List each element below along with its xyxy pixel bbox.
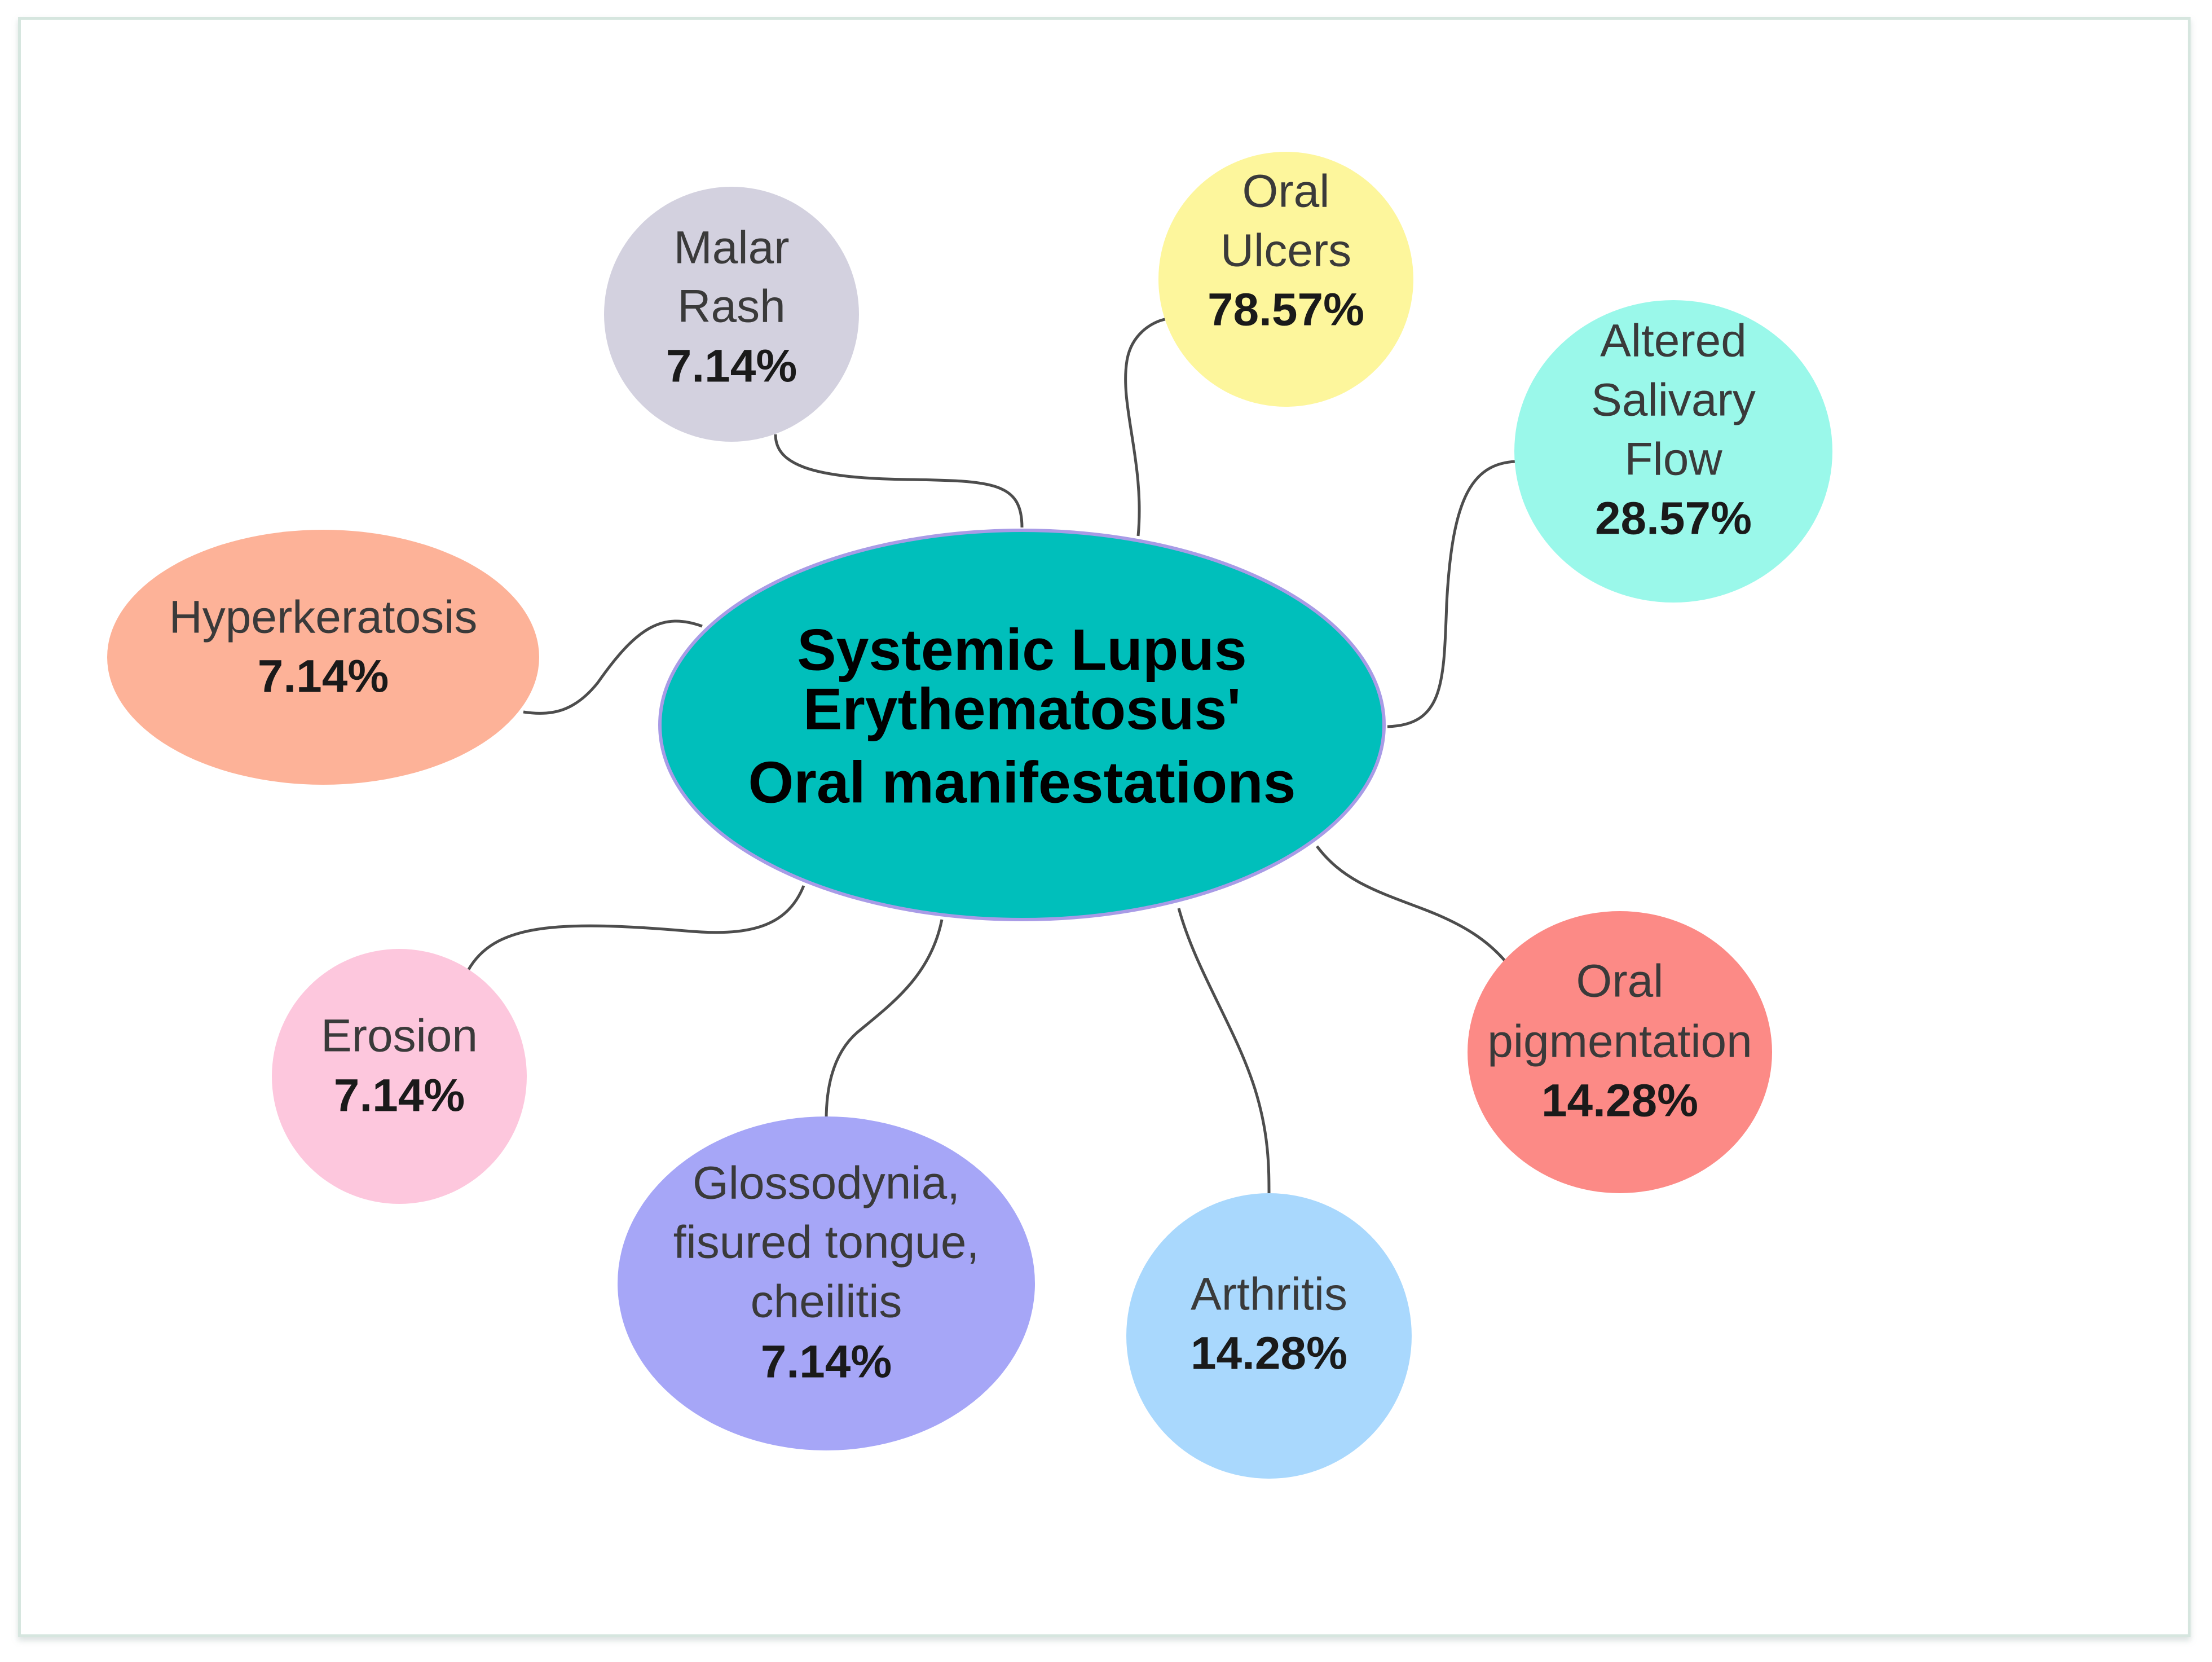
node-hyperkeratosis: Hyperkeratosis 7.14% bbox=[107, 530, 539, 785]
node-erosion: Erosion 7.14% bbox=[272, 949, 527, 1204]
value-erosion: 7.14% bbox=[334, 1070, 465, 1122]
label-glossodynia-line-1: Glossodynia, bbox=[693, 1158, 960, 1209]
value-altered-salivary-flow: 28.57% bbox=[1595, 493, 1752, 544]
label-altered-salivary-flow-line-2: Salivary bbox=[1591, 375, 1756, 426]
bubble-glossodynia bbox=[618, 1116, 1035, 1450]
connector-erosion bbox=[466, 885, 805, 971]
label-glossodynia-line-2: fisured tongue, bbox=[673, 1217, 980, 1268]
value-glossodynia: 7.14% bbox=[761, 1336, 892, 1388]
node-altered-salivary-flow: Altered Salivary Flow 28.57% bbox=[1514, 300, 1832, 603]
value-arthritis: 14.28% bbox=[1191, 1328, 1347, 1379]
node-oral-ulcers: Oral Ulcers 78.57% bbox=[1158, 152, 1413, 407]
bubble-malar-rash bbox=[604, 187, 859, 442]
node-malar-rash: Malar Rash 7.14% bbox=[604, 187, 859, 442]
label-altered-salivary-flow-line-1: Altered bbox=[1600, 315, 1747, 367]
connector-oral-ulcers bbox=[1124, 317, 1168, 537]
connector-arthritis bbox=[1177, 908, 1271, 1197]
value-hyperkeratosis: 7.14% bbox=[258, 651, 389, 702]
value-oral-ulcers: 78.57% bbox=[1208, 284, 1364, 336]
node-glossodynia: Glossodynia, fisured tongue, cheilitis 7… bbox=[618, 1116, 1035, 1450]
label-oral-ulcers-line-1: Oral bbox=[1242, 166, 1330, 217]
center-topic: Systemic Lupus Erythematosus' Oral manif… bbox=[658, 529, 1386, 921]
label-arthritis: Arthritis bbox=[1191, 1269, 1347, 1320]
label-oral-pigmentation-line-2: pigmentation bbox=[1487, 1016, 1752, 1067]
connector-oral-pigmentation bbox=[1316, 845, 1507, 963]
center-title-line-2: Erythematosus' bbox=[803, 676, 1241, 742]
label-malar-rash-line-1: Malar bbox=[673, 222, 789, 274]
connector-altered-salivary-flow bbox=[1387, 460, 1523, 728]
label-altered-salivary-flow-line-3: Flow bbox=[1624, 434, 1722, 485]
label-erosion: Erosion bbox=[321, 1010, 478, 1062]
label-glossodynia-line-3: cheilitis bbox=[751, 1276, 902, 1327]
label-oral-pigmentation-line-1: Oral bbox=[1576, 956, 1664, 1007]
bubble-oral-ulcers bbox=[1158, 152, 1413, 407]
connector-hyperkeratosis bbox=[523, 619, 703, 715]
node-arthritis: Arthritis 14.28% bbox=[1126, 1193, 1412, 1479]
value-oral-pigmentation: 14.28% bbox=[1541, 1075, 1698, 1127]
label-malar-rash-line-2: Rash bbox=[677, 281, 785, 332]
bubble-oral-pigmentation bbox=[1468, 911, 1772, 1193]
label-hyperkeratosis: Hyperkeratosis bbox=[169, 592, 478, 643]
center-title-line-3: Oral manifestations bbox=[748, 750, 1296, 815]
connectors bbox=[466, 317, 1523, 1197]
center-ellipse bbox=[658, 529, 1386, 921]
connector-glossodynia bbox=[825, 919, 944, 1120]
value-malar-rash: 7.14% bbox=[666, 341, 797, 392]
label-oral-ulcers-line-2: Ulcers bbox=[1220, 225, 1351, 276]
bubble-erosion bbox=[272, 949, 527, 1204]
node-oral-pigmentation: Oral pigmentation 14.28% bbox=[1468, 911, 1772, 1193]
connector-malar-rash bbox=[774, 434, 1024, 528]
center-title-line-1: Systemic Lupus bbox=[797, 617, 1247, 683]
bubble-altered-salivary-flow bbox=[1514, 300, 1832, 603]
bubble-hyperkeratosis bbox=[107, 530, 539, 785]
bubble-arthritis bbox=[1126, 1193, 1412, 1479]
